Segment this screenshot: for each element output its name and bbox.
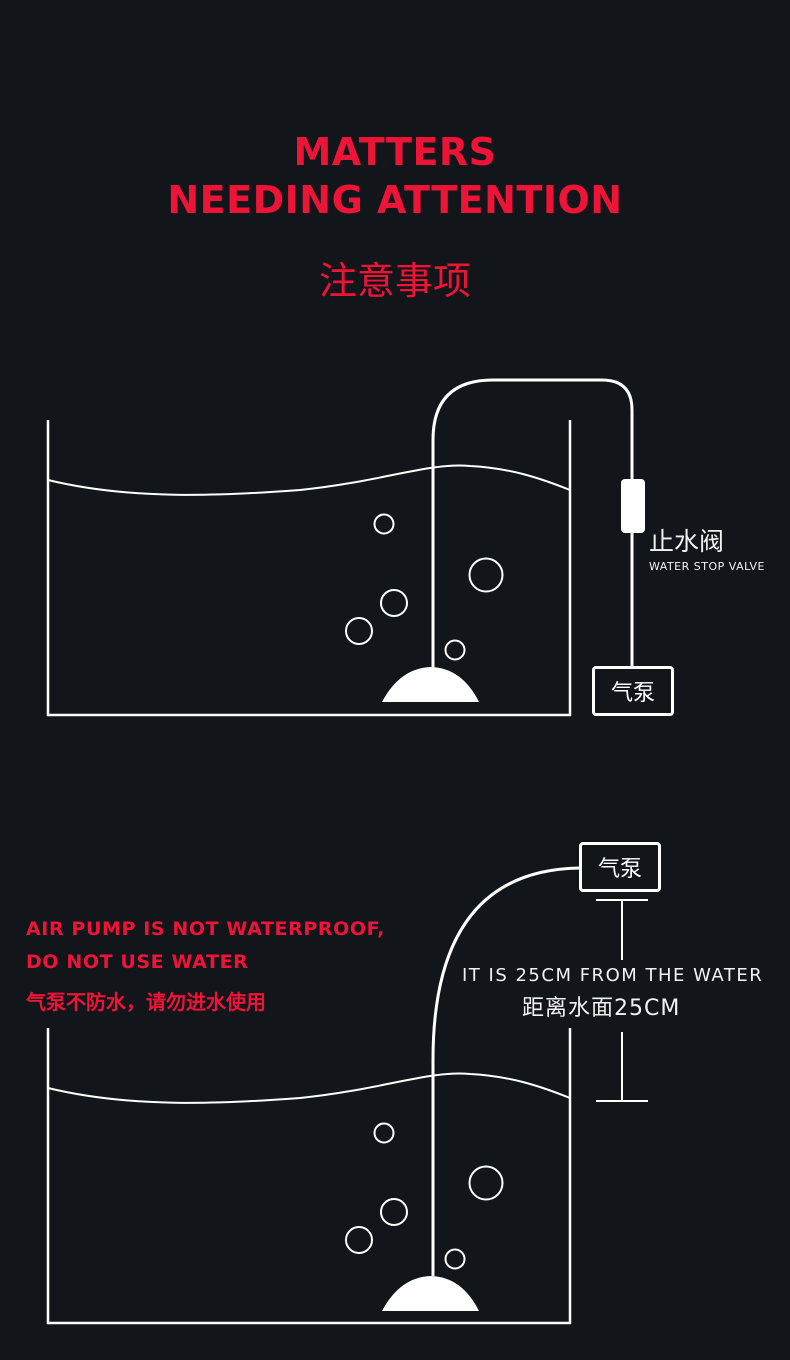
air-pump-box-1: 气泵	[592, 666, 674, 716]
distance-marker	[596, 899, 648, 1102]
air-tube-2	[431, 866, 581, 1276]
valve-label-cn: 止水阀	[649, 527, 725, 556]
warning-line-2: DO NOT USE WATER	[26, 951, 249, 973]
title-line-1: MATTERS	[293, 130, 497, 174]
bubbles-1	[345, 513, 504, 661]
warning-cn: 气泵不防水，请勿进水使用	[26, 990, 266, 1014]
air-tube-1	[431, 378, 634, 668]
valve-label-en: WATER STOP VALVE	[649, 560, 765, 573]
bubbles-2	[345, 1122, 504, 1270]
warning-line-1: AIR PUMP IS NOT WATERPROOF,	[26, 918, 385, 940]
distance-label-en: IT IS 25CM FROM THE WATER	[462, 965, 764, 986]
air-pump-box-2: 气泵	[579, 842, 661, 892]
airstone-1	[382, 667, 479, 702]
water-stop-valve	[621, 479, 645, 533]
title-line-2: NEEDING ATTENTION	[167, 178, 623, 222]
title-chinese: 注意事项	[318, 259, 471, 303]
air-pump-label-1: 气泵	[610, 681, 655, 706]
airstone-2	[382, 1276, 479, 1311]
tank-1	[46, 420, 572, 717]
tank-2	[46, 1028, 572, 1325]
distance-label-cn: 距离水面25CM	[522, 996, 681, 1021]
air-pump-label-2: 气泵	[597, 857, 642, 882]
